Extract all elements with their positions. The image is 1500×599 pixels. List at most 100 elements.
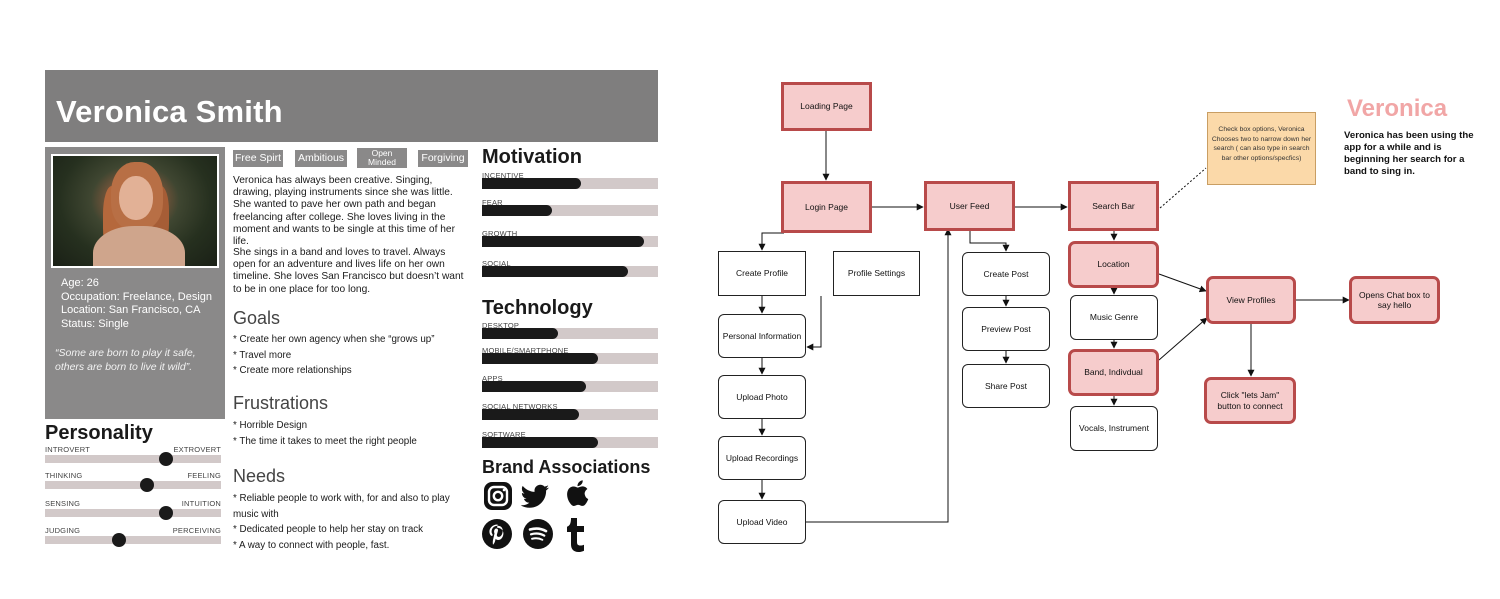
stat-label: SOCIAL (482, 259, 511, 268)
detail-location: Location: San Francisco, CA (61, 304, 201, 317)
edge-uploadvideo-feed (806, 228, 952, 523)
tag-free-spirit: Free Spirt (233, 150, 283, 167)
detail-age: Age: 26 (61, 277, 99, 289)
stat-label: INCENTIVE (482, 171, 524, 180)
stat-label: SOFTWARE (482, 430, 526, 439)
stat-social: SOCIAL (482, 259, 658, 277)
technology-title: Technology (482, 297, 593, 319)
trait-thinking-feeling: THINKING FEELING (45, 471, 221, 493)
needs-title: Needs (233, 466, 286, 486)
node-search-bar: Search Bar (1068, 181, 1159, 231)
detail-status: Status: Single (61, 317, 129, 330)
list-item: * Dedicated people to help her stay on t… (233, 524, 424, 536)
stat-social-networks: SOCIAL NETWORKS (482, 402, 658, 420)
stat-bar (482, 381, 586, 392)
trait-judging-perceiving: JUDGING PERCEIVING (45, 526, 221, 548)
bio-paragraph-1: Veronica has always been creative. Singi… (233, 175, 455, 248)
twitter-icon (520, 484, 549, 508)
stat-label: MOBILE/SMARTPHONE (482, 346, 569, 355)
trait-right-label: INTUITION (181, 499, 221, 508)
stat-mobile: MOBILE/SMARTPHONE (482, 346, 658, 364)
profile-panel (45, 147, 225, 419)
stat-bar (482, 409, 579, 420)
trait-sensing-intuition: SENSING INTUITION (45, 499, 221, 521)
node-band-individual: Band, Indivdual (1068, 349, 1159, 396)
persona-quote: “Some are born to play it safe, others a… (55, 347, 196, 373)
annotation-note: Check box options, Veronica Chooses two … (1207, 112, 1316, 185)
tag-open-minded: Open Minded (357, 148, 407, 168)
edge-location-viewprofiles (1158, 273, 1207, 293)
stat-label: SOCIAL NETWORKS (482, 402, 558, 411)
flow-persona-description: Veronica has been using the app for a wh… (1344, 130, 1474, 177)
stat-bar (482, 328, 558, 339)
trait-left-label: JUDGING (45, 526, 81, 535)
stat-bar (482, 266, 629, 277)
node-opens-chat-box: Opens Chat box to say hello (1349, 276, 1440, 324)
node-profile-settings: Profile Settings (833, 251, 920, 296)
edge-login-createprofile (758, 232, 784, 251)
edge-note-search (1159, 167, 1207, 209)
node-lets-jam: Click "lets Jam" button to connect (1204, 377, 1296, 424)
stat-label: FEAR (482, 198, 503, 207)
edge-feed-createpost (969, 231, 1010, 252)
tumblr-icon (567, 518, 584, 552)
edge-profilesettings-personalinfo (806, 296, 822, 351)
frustrations-list: * Horrible Design * The time it takes to… (233, 418, 473, 449)
motivation-title: Motivation (482, 146, 582, 168)
node-view-profiles: View Profiles (1206, 276, 1296, 324)
node-music-genre: Music Genre (1070, 295, 1158, 340)
tag-forgiving: Forgiving (418, 150, 468, 167)
goals-title: Goals (233, 308, 281, 328)
stat-desktop: DESKTOP (482, 321, 658, 339)
flow-persona-title: Veronica (1347, 95, 1448, 122)
trait-right-label: FEELING (187, 471, 221, 480)
stat-bar (482, 437, 599, 448)
stat-bar (482, 178, 581, 189)
node-preview-post: Preview Post (962, 307, 1050, 351)
trait-left-label: INTROVERT (45, 445, 90, 454)
frustrations-title: Frustrations (233, 393, 329, 413)
list-item: * Reliable people to work with, for and … (233, 493, 450, 520)
stat-incentive: INCENTIVE (482, 171, 658, 189)
list-item: * The time it takes to meet the right pe… (233, 435, 417, 447)
spotify-icon (523, 519, 553, 549)
stat-apps: APPS (482, 374, 658, 392)
trait-left-label: SENSING (45, 499, 81, 508)
stat-bar (482, 205, 553, 216)
needs-list: * Reliable people to work with, for and … (233, 491, 471, 554)
detail-occupation: Occupation: Freelance, Design (61, 290, 213, 303)
stat-bar (482, 353, 599, 364)
trait-right-label: PERCEIVING (172, 526, 221, 535)
node-user-feed: User Feed (924, 181, 1015, 231)
stat-label: APPS (482, 374, 503, 383)
node-vocals-instrument: Vocals, Instrument (1070, 406, 1158, 451)
trait-marker (159, 452, 174, 466)
list-item: * Create more relationships (233, 365, 352, 377)
persona-photo (51, 154, 219, 268)
trait-left-label: THINKING (45, 471, 83, 480)
node-share-post: Share Post (962, 364, 1050, 408)
trait-introvert-extrovert: INTROVERT EXTROVERT (45, 445, 221, 467)
list-item: * Horrible Design (233, 420, 308, 431)
node-location: Location (1068, 241, 1159, 288)
personality-title: Personality (45, 422, 153, 444)
node-create-post: Create Post (962, 252, 1050, 296)
stat-software: SOFTWARE (482, 430, 658, 448)
list-item: * Create her own agency when she “grows … (233, 334, 435, 345)
node-login-page: Login Page (781, 181, 872, 233)
trait-marker (140, 478, 155, 492)
goals-list: * Create her own agency when she “grows … (233, 332, 473, 379)
pinterest-icon (482, 519, 512, 549)
node-upload-video: Upload Video (718, 500, 806, 544)
persona-header: Veronica Smith (45, 70, 658, 142)
tag-ambitious: Ambitious (295, 150, 347, 167)
instagram-icon (484, 482, 512, 510)
node-upload-photo: Upload Photo (718, 375, 806, 419)
persona-name: Veronica Smith (56, 94, 283, 129)
trait-marker (111, 533, 126, 547)
brand-associations-title: Brand Associations (482, 457, 651, 477)
node-upload-recordings: Upload Recordings (718, 436, 806, 480)
trait-right-label: EXTROVERT (173, 445, 221, 454)
persona-details: Age: 26 Occupation: Freelance, Design Lo… (61, 277, 212, 331)
bio-paragraph-2: She sings in a band and loves to travel.… (233, 247, 464, 295)
